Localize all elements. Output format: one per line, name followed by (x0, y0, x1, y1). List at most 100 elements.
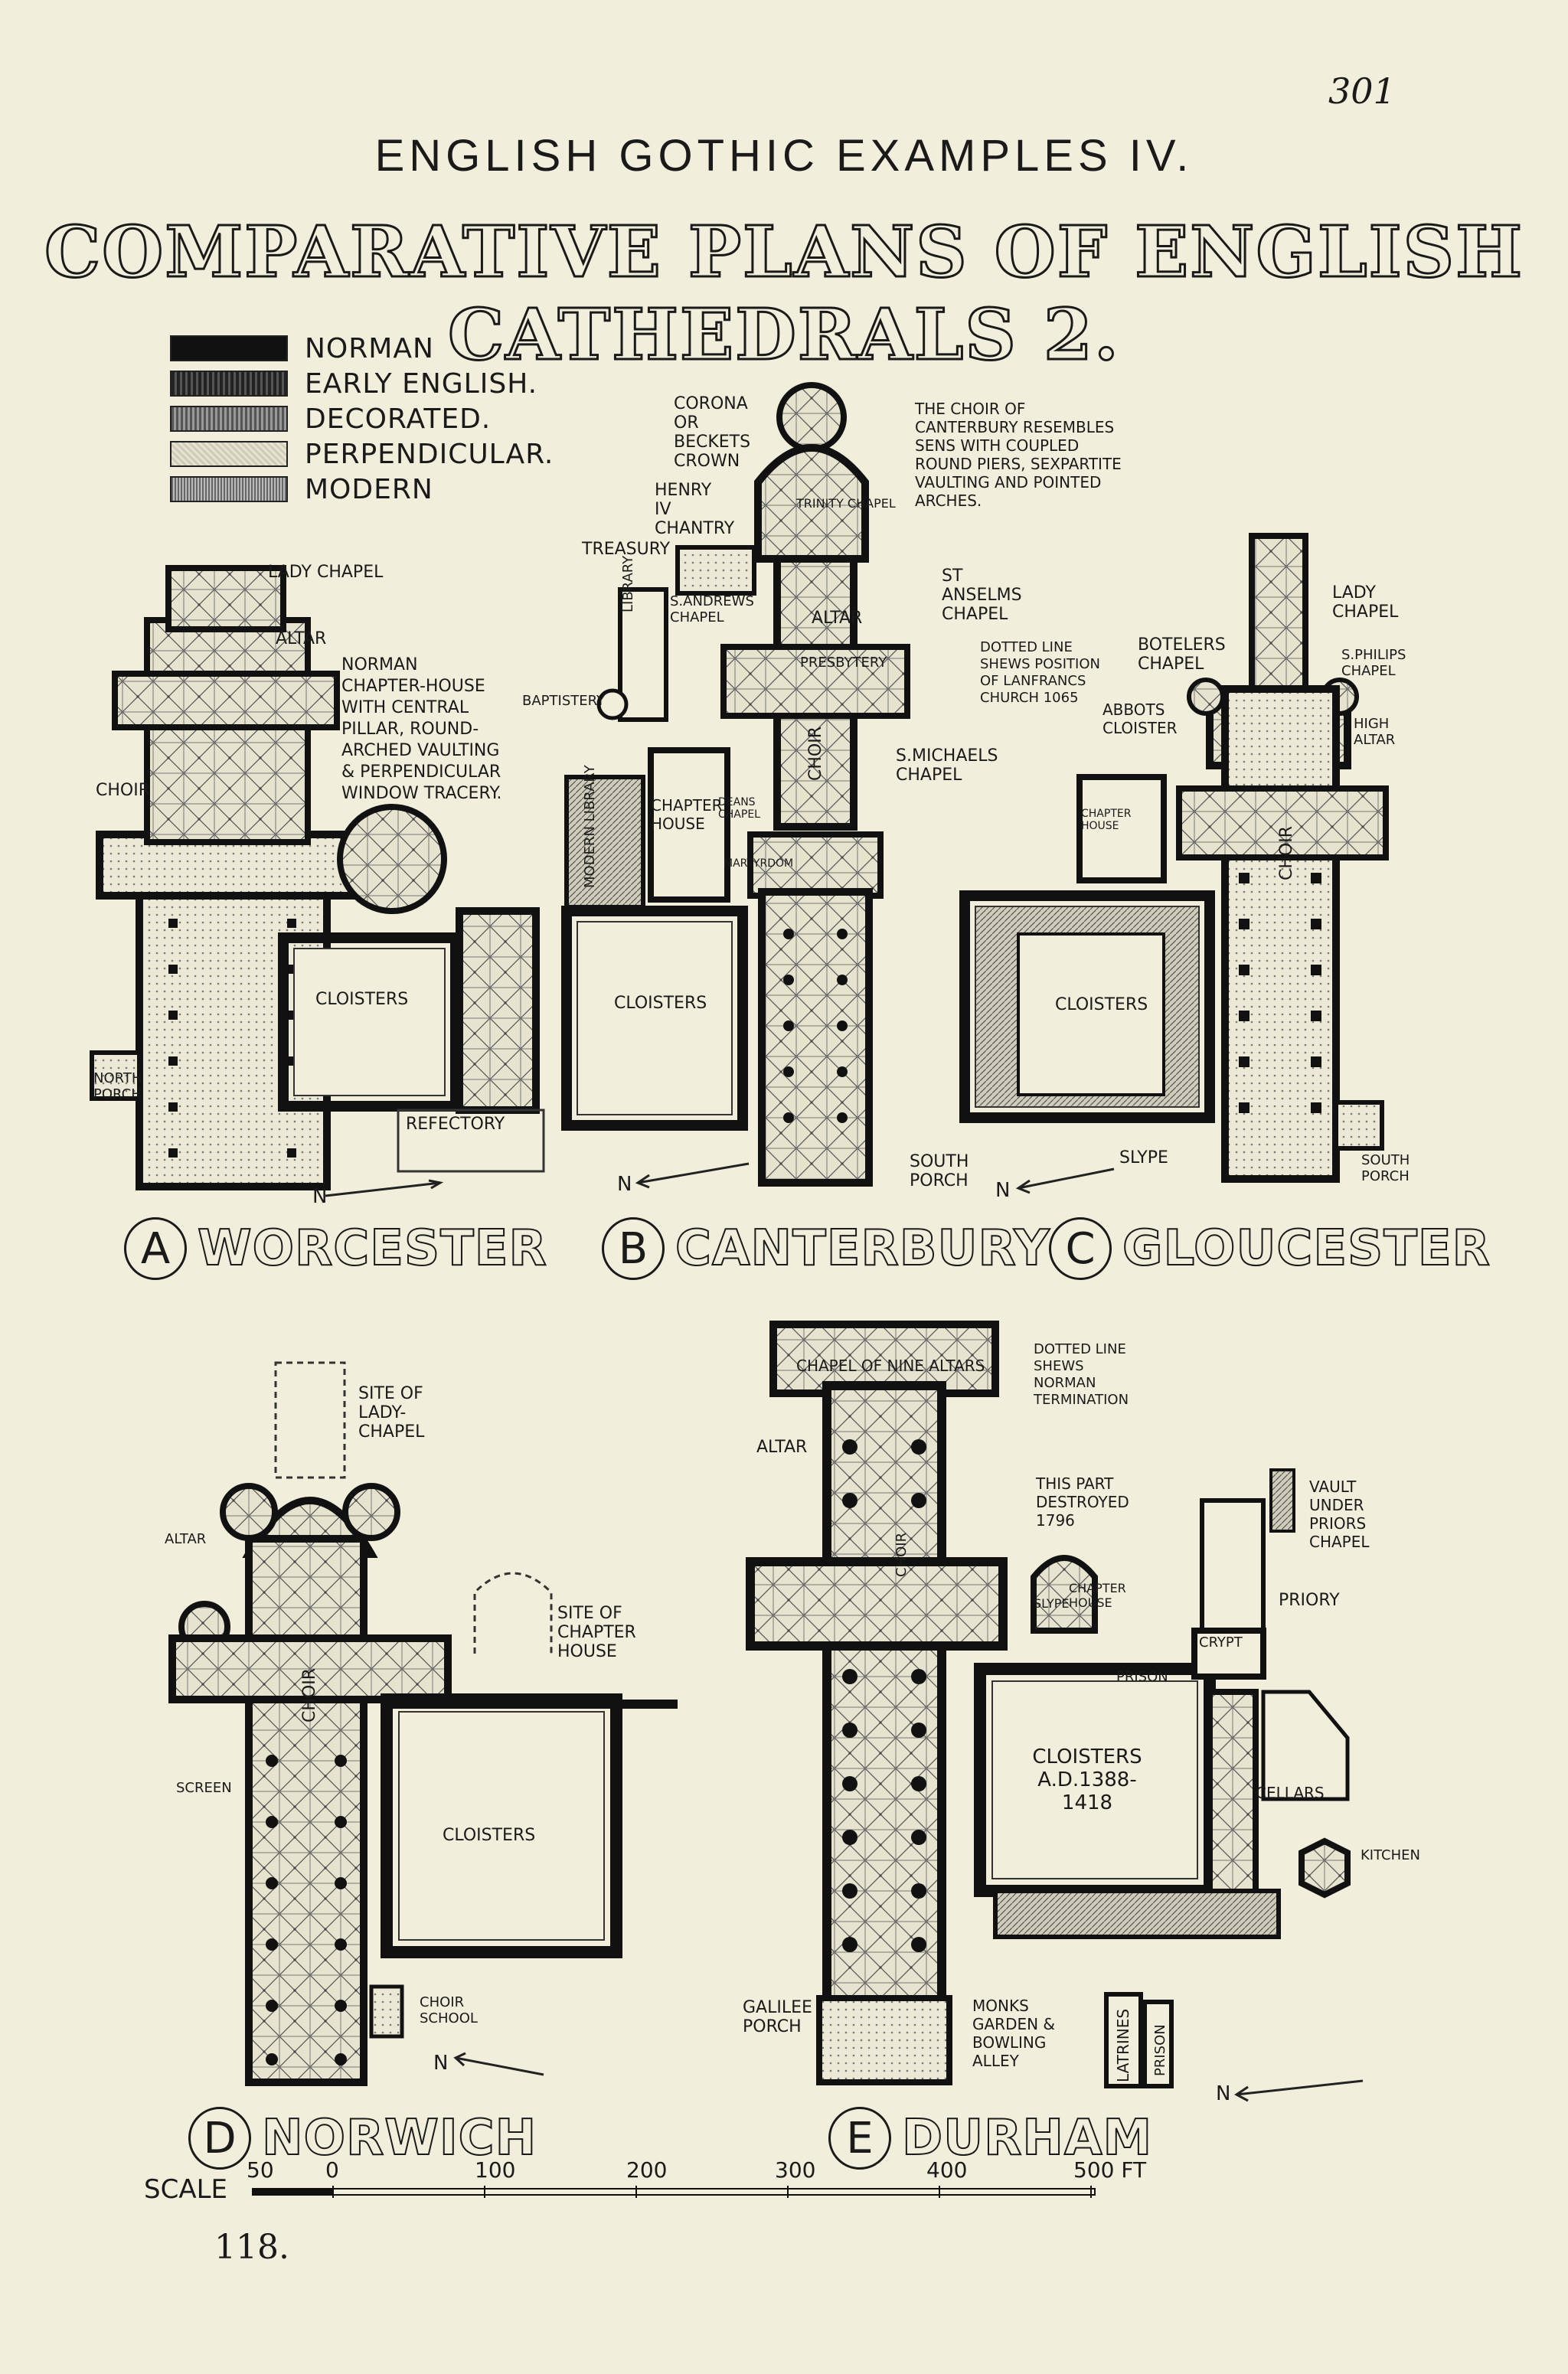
worcester-cloisters-label: CLOISTERS (315, 990, 409, 1009)
legend-label: EARLY ENGLISH. (305, 367, 538, 400)
worcester-plan (90, 565, 545, 1190)
durham-destroyed-note: THIS PART DESTROYED 1796 (1036, 1474, 1129, 1530)
canterbury-choir-note: THE CHOIR OF CANTERBURY RESEMBLES SENS W… (915, 400, 1122, 510)
gloucester-north-label: N (995, 1179, 1011, 1202)
canterbury-henry-iv-chantry-label: HENRY IV CHANTRY (655, 481, 735, 538)
durham-galilee-porch-label: GALILEE PORCH (743, 1998, 812, 2036)
scale-bar (252, 2186, 1096, 2198)
scale-tick: 0 (325, 2157, 339, 2183)
canterbury-treasury-label: TREASURY (582, 540, 671, 559)
worcester-choir-label: CHOIR (96, 781, 150, 800)
norwich-title: D NORWICH (188, 2107, 537, 2170)
canterbury-altar-label: ALTAR (812, 609, 863, 628)
canterbury-st-andrews-label: S.ANDREWS CHAPEL (670, 593, 754, 625)
plate-number: 118. (214, 2228, 289, 2267)
durham-choir-label: CHOIR (893, 1532, 910, 1577)
worcester-chapter-house-note: NORMAN CHAPTER-HOUSE WITH CENTRAL PILLAR… (341, 655, 502, 803)
norwich-north-label: N (433, 2052, 449, 2075)
norwich-choir-label: CHOIR (300, 1668, 319, 1723)
gloucester-plan (959, 533, 1389, 1183)
page-number: 301 (1328, 70, 1396, 112)
gloucester-lady-chapel-label: LADY CHAPEL (1332, 583, 1399, 622)
durham-prison-lower-label: PRISON (1152, 2024, 1168, 2076)
gloucester-choir-label: CHOIR (1277, 826, 1296, 880)
legend-item-modern: MODERN (170, 474, 433, 505)
worcester-north-porch-label: NORTH PORCH (93, 1070, 142, 1102)
legend-label: MODERN (305, 473, 433, 505)
canterbury-south-porch-label: SOUTH PORCH (910, 1152, 969, 1190)
durham-chapel-nine-altars-label: CHAPEL OF NINE ALTARS (796, 1357, 985, 1375)
plan-name: CANTERBURY (675, 1220, 1050, 1278)
plan-letter: B (602, 1217, 665, 1280)
canterbury-modern-library-label: MODERN LIBRARY (582, 765, 598, 888)
canterbury-north-label: N (617, 1173, 632, 1196)
legend-label: NORMAN (305, 332, 434, 364)
legend-item-decorated: DECORATED. (170, 403, 492, 435)
canterbury-plan (561, 382, 910, 1187)
norwich-screen-label: SCREEN (176, 1780, 232, 1796)
durham-prison-label: PRISON (1116, 1669, 1168, 1685)
canterbury-baptistery-label: BAPTISTERY (522, 693, 605, 709)
gloucester-abbots-cloister-label: ABBOTS CLOISTER (1102, 700, 1178, 737)
legend-item-perpendicular: PERPENDICULAR. (170, 439, 554, 470)
canterbury-choir-label: CHOIR (806, 727, 825, 781)
durham-cloisters-label: CLOISTERS A.D.1388-1418 (1032, 1745, 1142, 1814)
gloucester-botelers-chapel-label: BOTELERS CHAPEL (1138, 635, 1226, 674)
gloucester-high-altar-label: HIGH ALTAR (1354, 716, 1396, 748)
gloucester-title: C GLOUCESTER (1049, 1217, 1491, 1280)
plan-letter: A (124, 1217, 187, 1280)
scale-label: SCALE (144, 2174, 228, 2205)
durham-altar-label: ALTAR (756, 1438, 808, 1457)
canterbury-title: B CANTERBURY (602, 1217, 1050, 1280)
durham-latrines-label: LATRINES (1114, 2008, 1132, 2082)
worcester-lady-chapel-label: LADY CHAPEL (268, 563, 384, 582)
durham-kitchen-label: KITCHEN (1361, 1847, 1420, 1863)
durham-slype-label: SLYPE (1034, 1596, 1070, 1611)
plan-name: DURHAM (901, 2109, 1153, 2167)
worcester-north-label: N (312, 1185, 328, 1208)
gloucester-south-porch-label: SOUTH PORCH (1361, 1152, 1410, 1184)
canterbury-chapter-house-label: CHAPTER HOUSE (651, 796, 723, 833)
norwich-plan (168, 1361, 678, 2086)
legend-swatch (170, 371, 288, 397)
legend-swatch (170, 335, 288, 361)
legend-swatch (170, 441, 288, 467)
canterbury-corona-label: CORONA OR BECKETS CROWN (674, 394, 751, 471)
durham-vault-note: VAULT UNDER PRIORS CHAPEL (1309, 1478, 1370, 1551)
gloucester-cloisters-label: CLOISTERS (1055, 995, 1148, 1014)
scale-tick: 200 (626, 2157, 668, 2183)
durham-north-arrow (1234, 2079, 1364, 2102)
durham-chapter-house-label: CHAPTER HOUSE (1069, 1581, 1126, 1610)
scale-tick: 400 (926, 2157, 968, 2183)
main-title: COMPARATIVE PLANS OF ENGLISH CATHEDRALS … (43, 210, 1524, 377)
norwich-choir-school-label: CHOIR SCHOOL (420, 1994, 478, 2026)
series-title: ENGLISH GOTHIC EXAMPLES IV. (374, 131, 1194, 181)
durham-title: E DURHAM (828, 2107, 1152, 2170)
norwich-site-lady-chapel-label: SITE OF LADY-CHAPEL (358, 1384, 425, 1442)
plan-letter: D (188, 2107, 251, 2170)
canterbury-martyrdom-label: MARTYRDOM (724, 857, 794, 870)
plan-letter: E (828, 2107, 891, 2170)
legend-swatch (170, 476, 288, 502)
canterbury-deans-chapel-label: DEANS CHAPEL (718, 796, 760, 821)
scale-tick: 500 FT (1073, 2157, 1147, 2183)
canterbury-presbytery-label: PRESBYTERY (800, 655, 887, 671)
durham-crypt-label: CRYPT (1199, 1634, 1243, 1651)
durham-priory-label: PRIORY (1279, 1591, 1340, 1610)
canterbury-library-label: LIBRARY (620, 555, 636, 612)
canterbury-st-anselms-label: ST ANSELMS CHAPEL (942, 567, 1022, 624)
gloucester-st-philips-label: S.PHILIPS CHAPEL (1341, 647, 1406, 679)
canterbury-cloisters-label: CLOISTERS (614, 994, 707, 1013)
scale-tick: 100 (475, 2157, 516, 2183)
worcester-title: A WORCESTER (124, 1217, 547, 1280)
legend-swatch (170, 406, 288, 432)
durham-plan (746, 1321, 1351, 2088)
canterbury-st-michaels-label: S.MICHAELS CHAPEL (896, 746, 998, 785)
worcester-north-arrow (325, 1179, 444, 1197)
plan-name: NORWICH (261, 2109, 537, 2167)
norwich-cloisters-label: CLOISTERS (443, 1826, 536, 1845)
norwich-north-arrow (453, 2052, 544, 2076)
legend-label: DECORATED. (305, 403, 492, 435)
gloucester-chapter-house-label: CHAPTER HOUSE (1081, 808, 1132, 832)
durham-north-label: N (1216, 2082, 1231, 2105)
